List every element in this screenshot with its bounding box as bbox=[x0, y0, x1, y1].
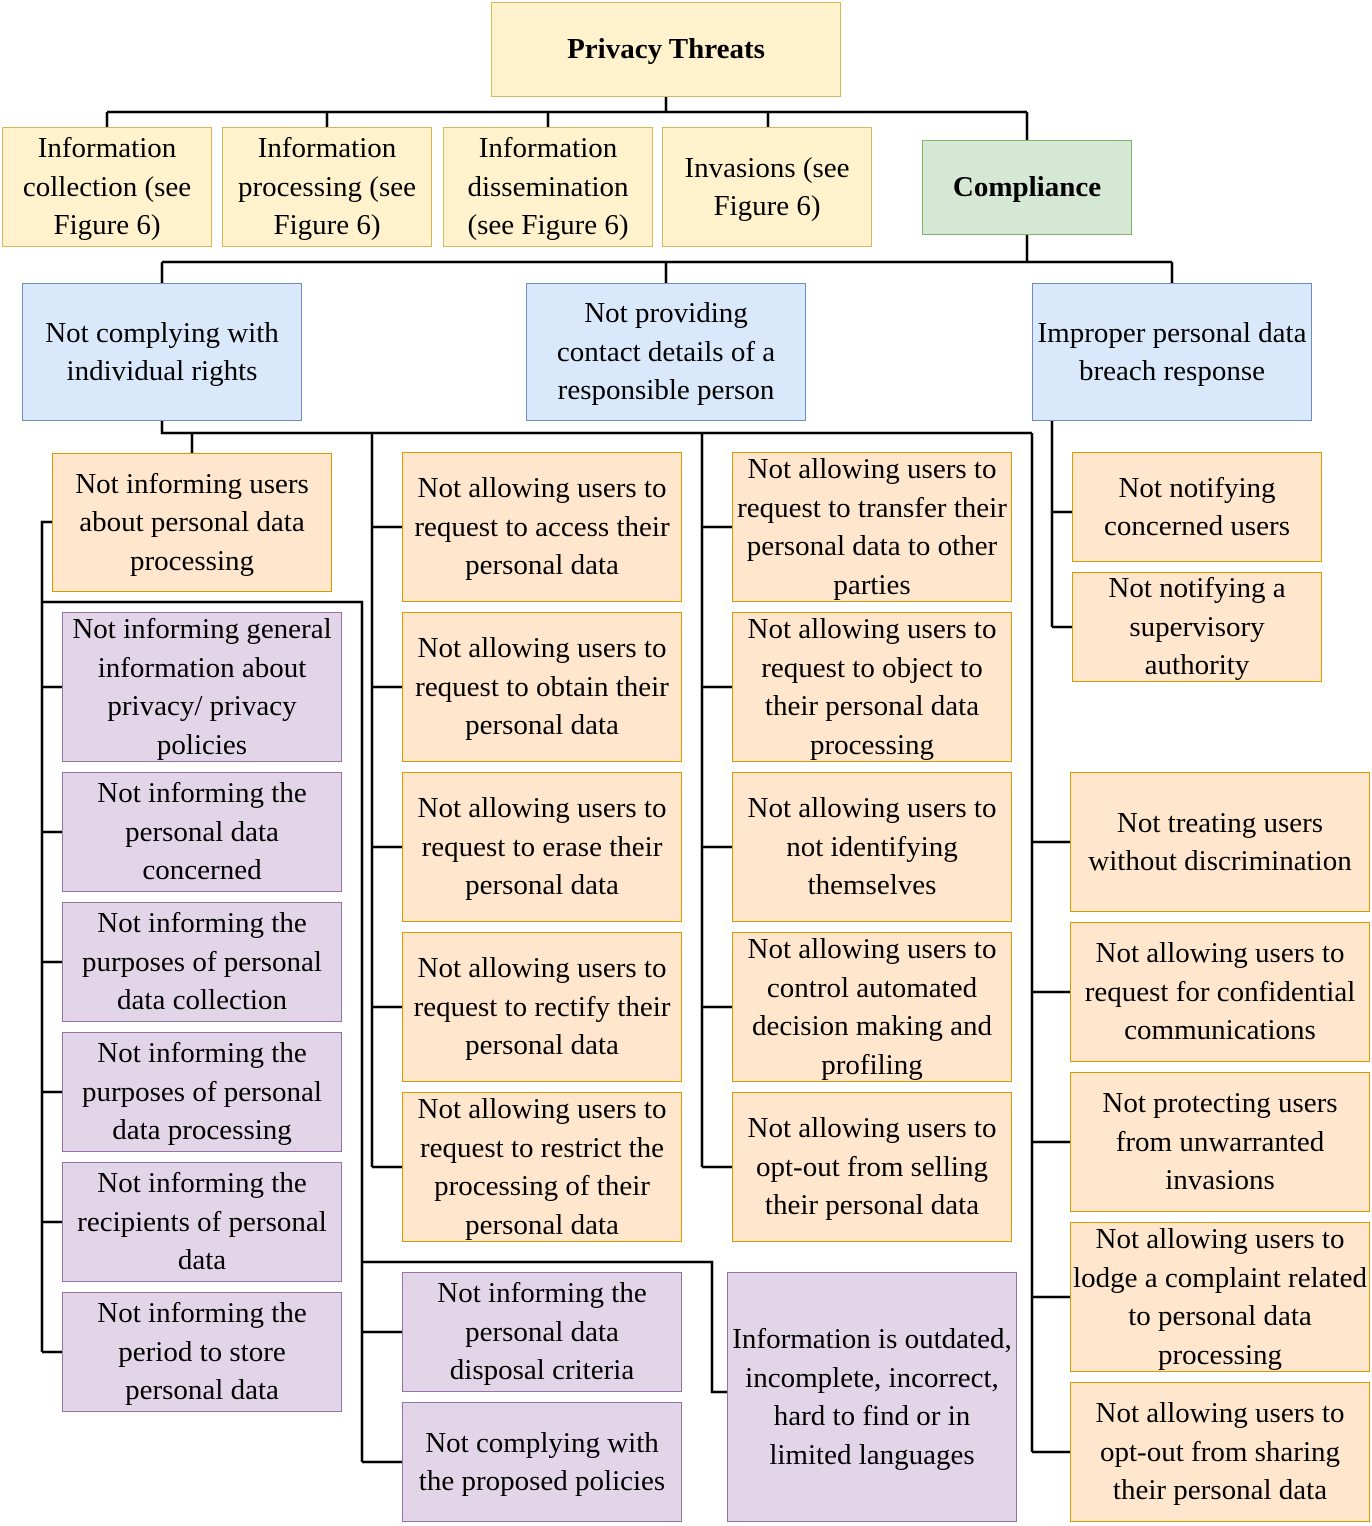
category-invasions: Invasions (see Figure 6) bbox=[662, 127, 872, 247]
informing-item-personal-data-concerned: Not informing the personal data concerne… bbox=[62, 772, 342, 892]
rights-restrict-processing: Not allowing users to request to restric… bbox=[402, 1092, 682, 1242]
category-information-collection: Information collection (see Figure 6) bbox=[2, 127, 212, 247]
root-connector bbox=[105, 97, 1029, 140]
informing-connector bbox=[40, 520, 62, 1354]
not-providing-contact-details: Not providing contact details of a respo… bbox=[526, 283, 806, 421]
informing-item-disposal-criteria: Not informing the personal data disposal… bbox=[402, 1272, 682, 1392]
improper-breach-response: Improper personal data breach response bbox=[1032, 283, 1312, 421]
rights-confidential-communications: Not allowing users to request for confid… bbox=[1070, 922, 1370, 1062]
informing-item-general-info: Not informing general information about … bbox=[62, 612, 342, 762]
category-information-dissemination: Information dissemination (see Figure 6) bbox=[443, 127, 653, 247]
rights-col1-connector bbox=[370, 433, 402, 1169]
not-complying-individual-rights: Not complying with individual rights bbox=[22, 283, 302, 421]
rights-automated-decision: Not allowing users to control automated … bbox=[732, 932, 1012, 1082]
informing-item-storage-period: Not informing the period to store person… bbox=[62, 1292, 342, 1412]
rights-non-discrimination: Not treating users without discriminatio… bbox=[1070, 772, 1370, 912]
informing-item-proposed-policies: Not complying with the proposed policies bbox=[402, 1402, 682, 1522]
rights-erase: Not allowing users to request to erase t… bbox=[402, 772, 682, 922]
informing-item-processing-purposes: Not informing the purposes of personal d… bbox=[62, 1032, 342, 1152]
breach-notify-users: Not notifying concerned users bbox=[1072, 452, 1322, 562]
not-informing-users: Not informing users about personal data … bbox=[52, 453, 332, 592]
category-compliance: Compliance bbox=[922, 140, 1132, 235]
rights-col3-connector bbox=[1030, 433, 1070, 1454]
informing-item-recipients: Not informing the recipients of personal… bbox=[62, 1162, 342, 1282]
rights-unwarranted-invasions: Not protecting users from unwarranted in… bbox=[1070, 1072, 1370, 1212]
informing-subbus bbox=[42, 600, 727, 1464]
root-privacy-threats: Privacy Threats bbox=[491, 2, 841, 97]
rights-object: Not allowing users to request to object … bbox=[732, 612, 1012, 762]
rights-rectify: Not allowing users to request to rectify… bbox=[402, 932, 682, 1082]
informing-item-collection-purposes: Not informing the purposes of personal d… bbox=[62, 902, 342, 1022]
breach-notify-authority: Not notifying a supervisory authority bbox=[1072, 572, 1322, 682]
category-information-processing: Information processing (see Figure 6) bbox=[222, 127, 432, 247]
rights-lodge-complaint: Not allowing users to lodge a complaint … bbox=[1070, 1222, 1370, 1372]
rights-obtain: Not allowing users to request to obtain … bbox=[402, 612, 682, 762]
rights-transfer: Not allowing users to request to transfe… bbox=[732, 452, 1012, 602]
informing-item-outdated-information: Information is outdated, incomplete, inc… bbox=[727, 1272, 1017, 1522]
rights-access: Not allowing users to request to access … bbox=[402, 452, 682, 602]
rights-opt-out-sharing: Not allowing users to opt-out from shari… bbox=[1070, 1382, 1370, 1522]
breach-connector bbox=[1050, 421, 1072, 629]
compliance-connector bbox=[160, 235, 1174, 283]
rights-col2-connector bbox=[700, 433, 732, 1169]
rights-not-identifying: Not allowing users to not identifying th… bbox=[732, 772, 1012, 922]
rights-opt-out-selling: Not allowing users to opt-out from selli… bbox=[732, 1092, 1012, 1242]
rights-bus bbox=[160, 421, 1032, 453]
